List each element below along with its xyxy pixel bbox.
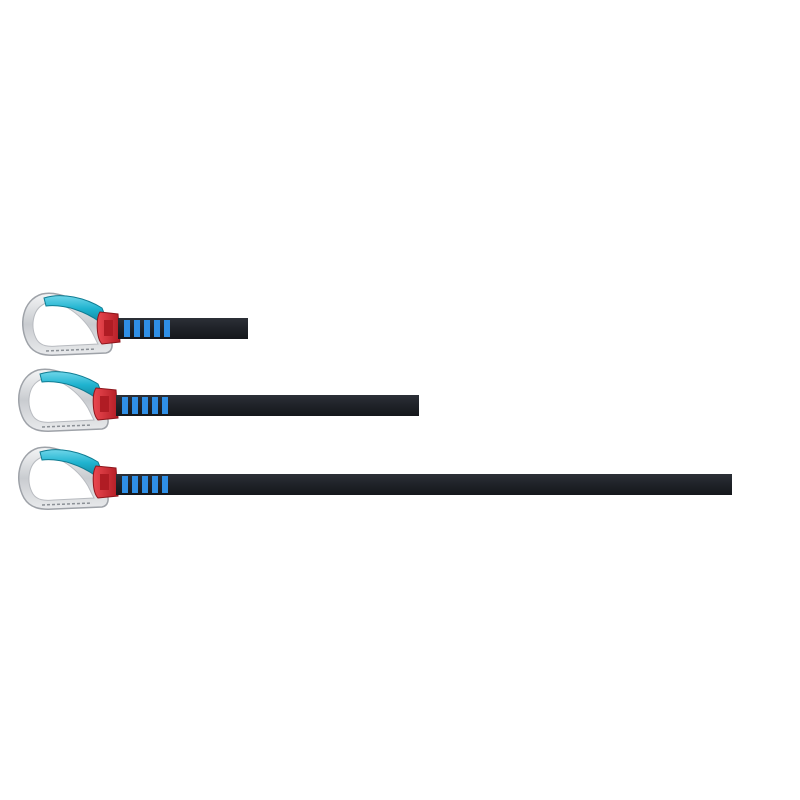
sling bbox=[118, 318, 248, 339]
quickdraw-short bbox=[21, 292, 248, 356]
sling bbox=[116, 395, 419, 416]
sling bbox=[116, 474, 732, 495]
quickdraw-long bbox=[17, 446, 732, 510]
quickdraw-medium bbox=[17, 368, 419, 432]
